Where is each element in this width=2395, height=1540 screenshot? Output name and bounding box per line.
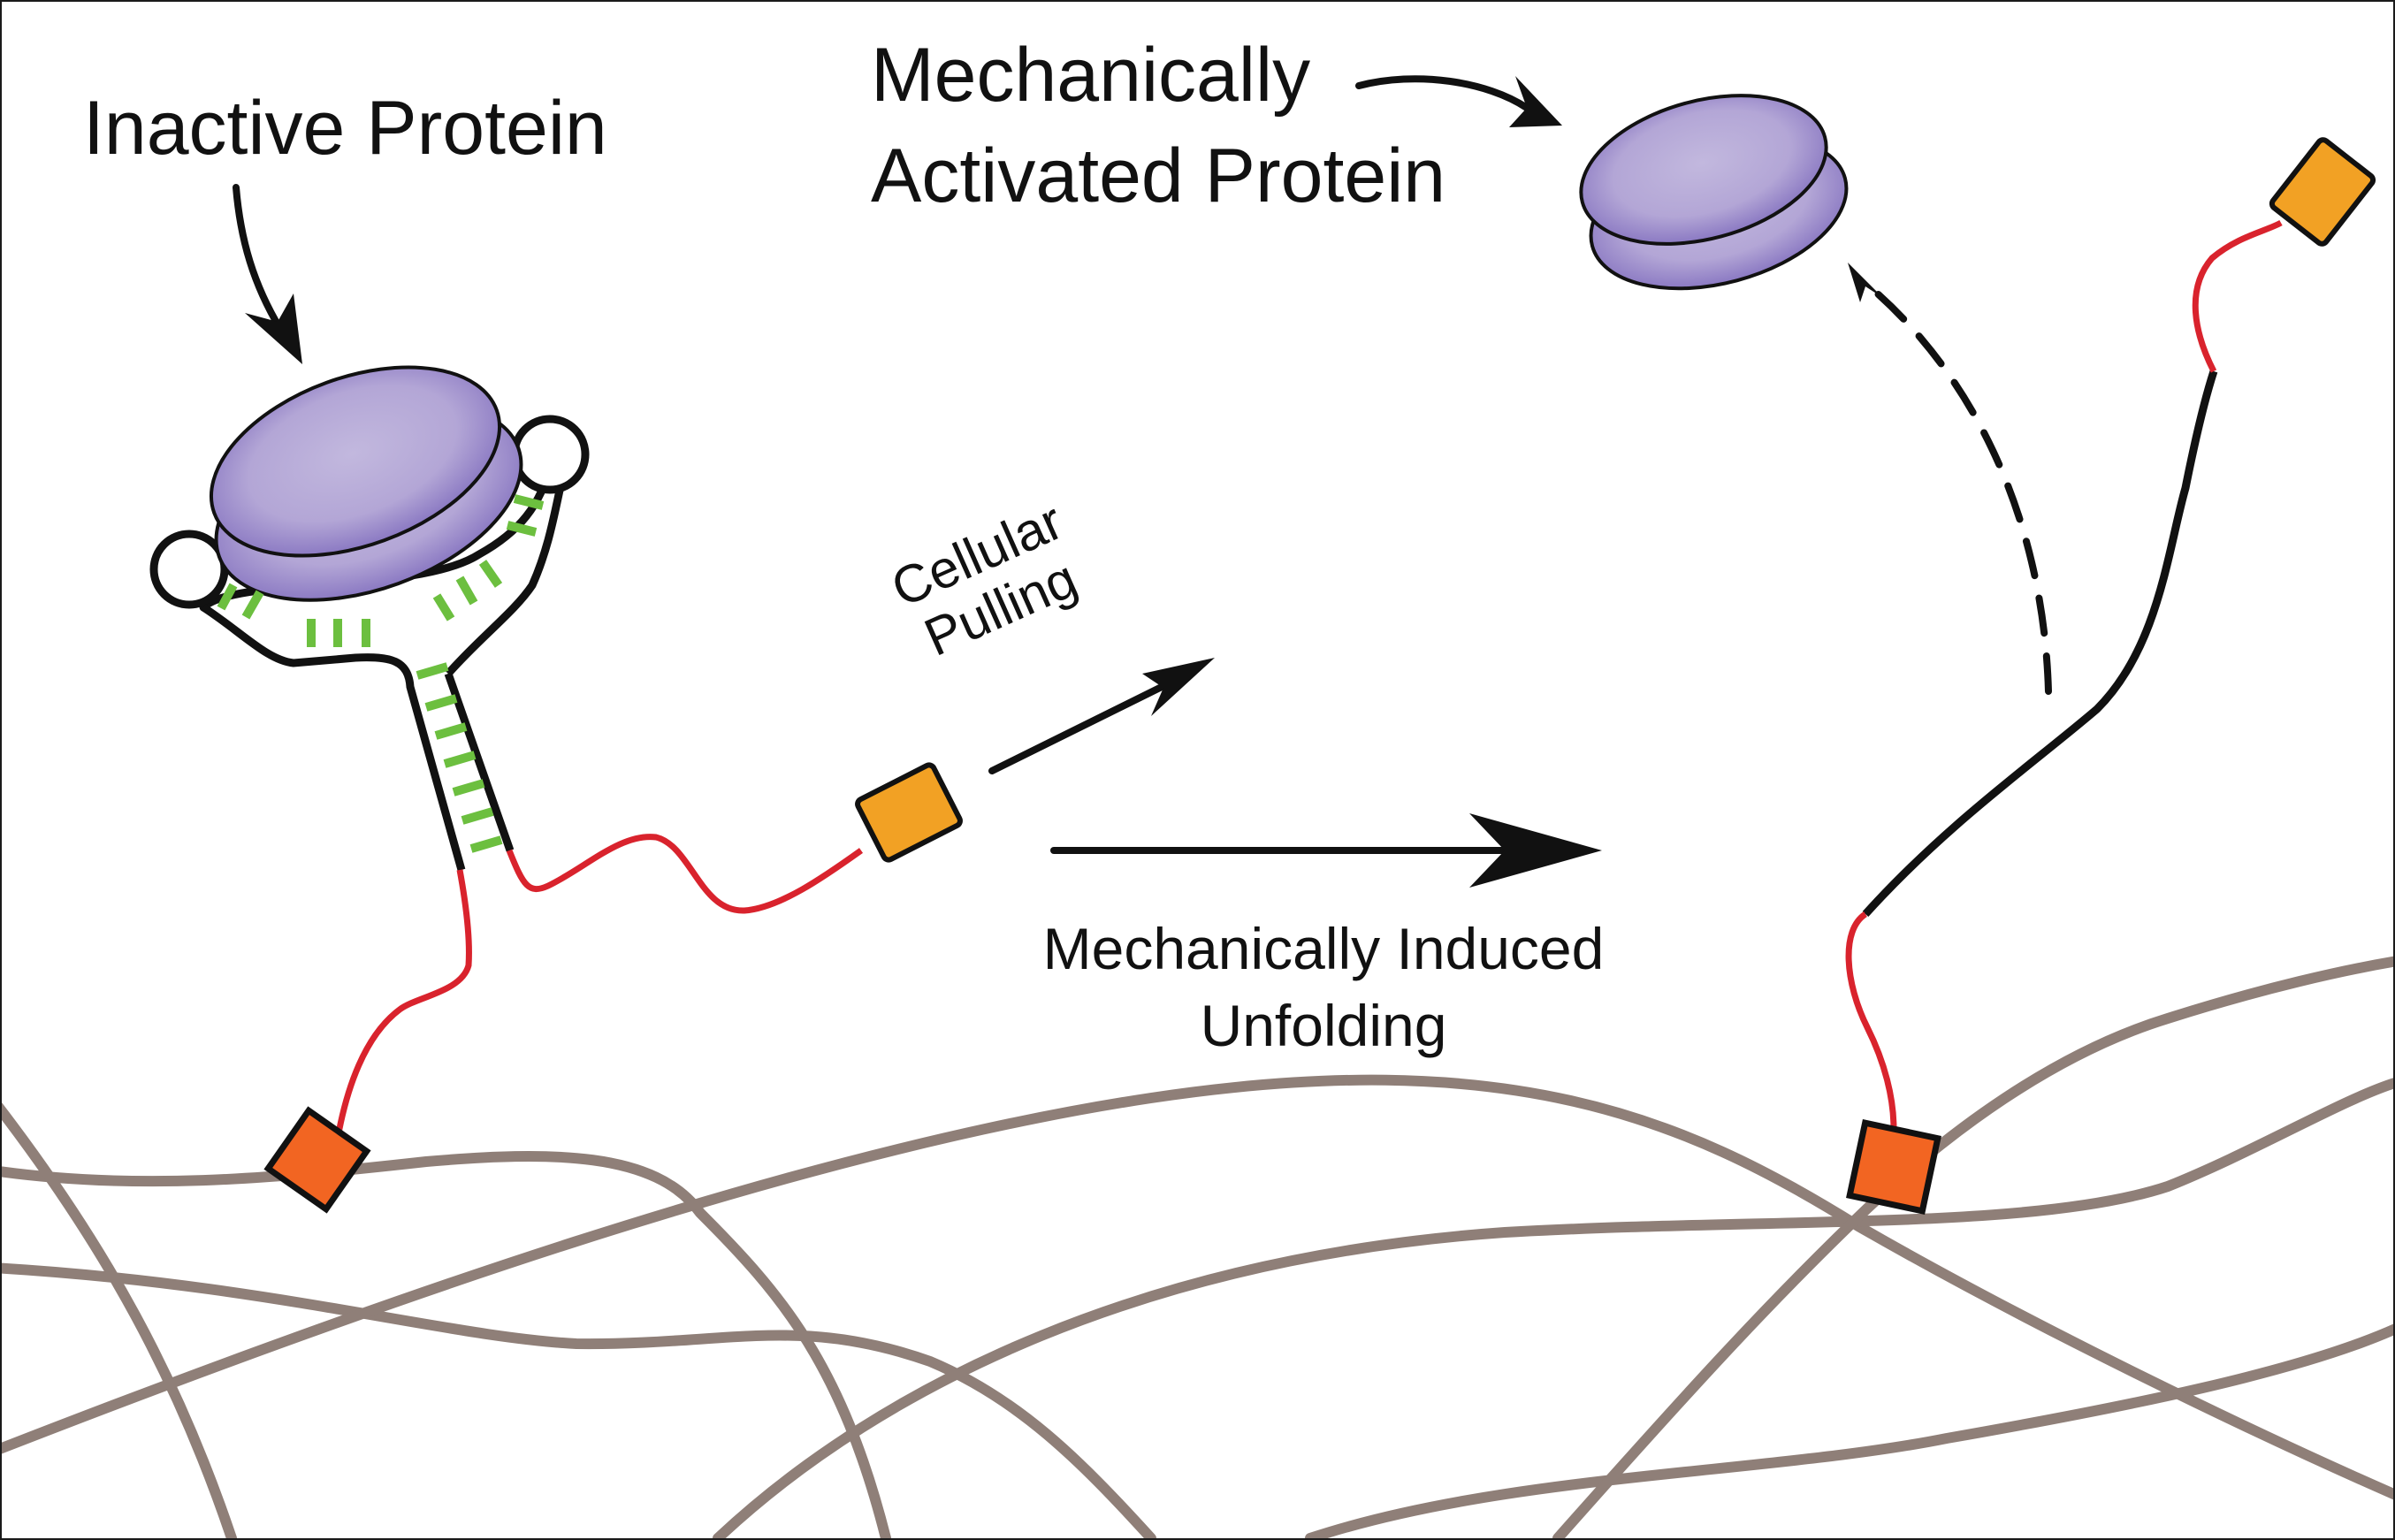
unfolded-linker-bottom [1845,911,1897,1130]
dna-stem-right [444,672,515,852]
base-pairs [217,494,545,853]
inactive-protein-front-disc [209,365,502,558]
dna-strand-stem [445,485,565,676]
inactive-protein-label: Inactive Protein [83,86,607,171]
fiber [713,1078,2393,1538]
activated-label-arrowhead [1509,76,1562,127]
unfolding-label-line1: Mechanically Induced [1042,916,1605,981]
unfolded-dna-strand [1862,370,2218,918]
unfolding-label-line2: Unfolding [1200,993,1447,1058]
fiber-anchor-right [1846,1119,1941,1215]
inactive-protein-complex [149,365,963,1214]
activated-protein-label-line1: Mechanically [871,33,1311,118]
inactive-label-arrowhead [245,294,302,364]
fiber [1305,1323,2393,1538]
unfolding-arrowhead [1469,813,1602,888]
fiber [2,1262,1156,1538]
activated-protein-front-disc [1579,94,1828,246]
hairpin-loop-left [149,530,229,609]
unfolded-strand-complex [1845,137,2376,1215]
fiber-anchor-left [263,1106,371,1214]
arrows [233,75,2052,888]
unfolded-linker-top [2192,219,2283,373]
linker-to-anchor [334,869,472,1139]
fiber [1552,956,2393,1538]
cellular-pulling-arrowhead [1142,658,1215,716]
inactive-label-arrow [233,184,284,332]
release-arrowhead [1848,263,1883,302]
cellular-pulling-arrow [988,681,1171,774]
activated-label-arrow [1355,75,1530,111]
fiber [2,1102,237,1538]
dna-strand-lower [201,604,466,872]
fiber-network [2,956,2393,1538]
hairpin-loop-right [510,415,590,494]
activated-protein-label-line2: Activated Protein [871,133,1446,218]
fiber [2,1151,891,1538]
fiber [2,1074,2393,1500]
linker-to-handle [506,834,864,914]
pulling-handle-right [2269,137,2376,247]
pulling-handle-left [855,762,963,863]
release-dashed-arrow [1864,281,2052,695]
activated-protein [1579,94,1849,291]
